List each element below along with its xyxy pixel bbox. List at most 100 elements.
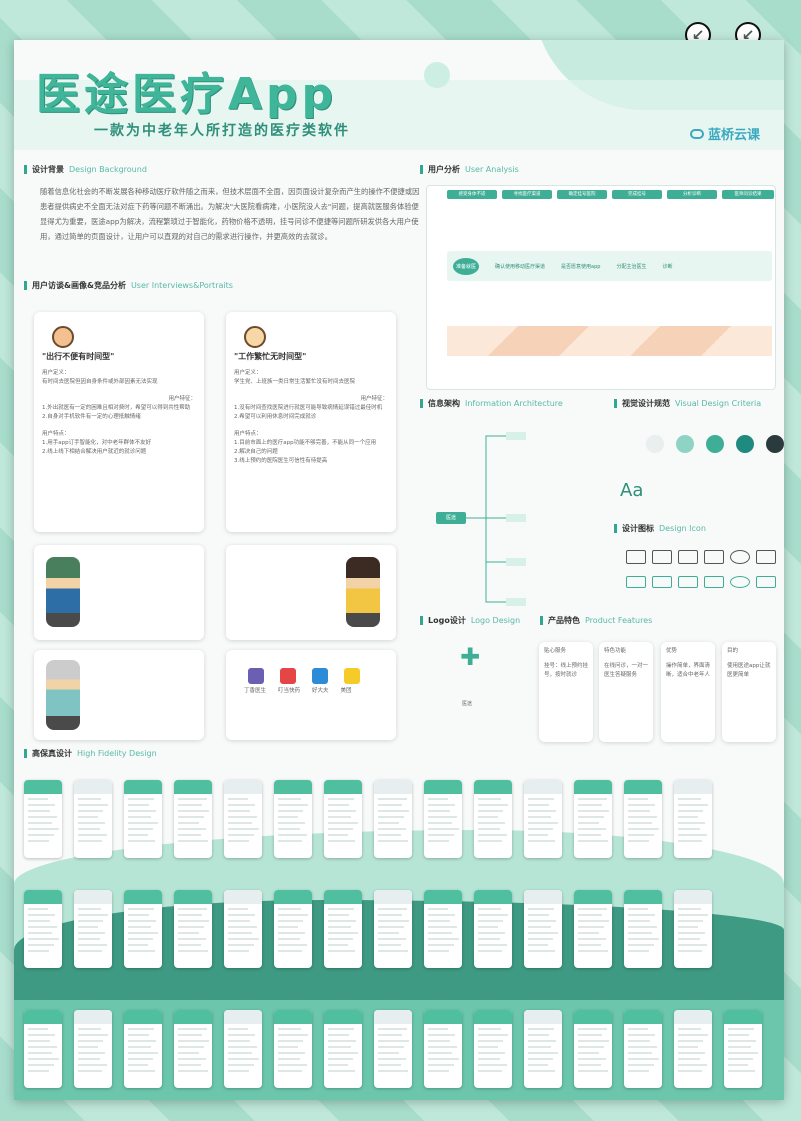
phone-line (78, 950, 102, 952)
section-marker (24, 165, 27, 174)
phone-line (228, 834, 254, 836)
brand: 蓝桥云课 (689, 124, 760, 143)
phone-line (178, 1052, 199, 1054)
phone-line (678, 1040, 703, 1042)
phone-line (428, 810, 450, 812)
phone-line (378, 840, 408, 842)
phone-line (378, 950, 408, 952)
phone-line (278, 932, 305, 934)
phone-screen (24, 780, 62, 858)
phone-line (578, 1064, 601, 1066)
doctor-icon (652, 576, 672, 588)
competitor-name: 好大夫 (312, 688, 329, 694)
phone-screen (424, 780, 462, 858)
phone-header (174, 780, 212, 794)
feature-card: 目的使用医途app让就医更简单 (722, 642, 776, 742)
phone-line (578, 804, 602, 806)
section-title: 用户分析 (428, 165, 460, 174)
phone-header (424, 890, 462, 904)
section-marker (420, 616, 423, 625)
phone-line (28, 1052, 52, 1054)
phone-line (578, 932, 599, 934)
phone-line (328, 944, 348, 946)
phone-line (228, 1046, 257, 1048)
phone-line (78, 1064, 107, 1066)
phone-line (28, 1046, 57, 1048)
phone-line (528, 1046, 551, 1048)
phone-line (678, 798, 701, 800)
section-marker (420, 165, 423, 174)
phone-header (374, 780, 412, 794)
phone-line (628, 920, 650, 922)
phone-line (178, 944, 201, 946)
persona-point-label: 用户特点： (234, 431, 262, 437)
phone-line (128, 1046, 151, 1048)
phone-line (528, 1034, 549, 1036)
phone-line (78, 798, 101, 800)
avatar (52, 326, 74, 348)
logo-cross-icon: ✚ (459, 643, 481, 671)
persona-card-2: "工作繁忙无时间型" 用户定义： 学生党、上班族一类日常生活繁忙没有时间去医院 … (226, 312, 396, 532)
phone-line (678, 1064, 707, 1066)
phone-line (428, 1034, 455, 1036)
phone-line (628, 804, 655, 806)
phone-screen (674, 890, 712, 968)
behavior-item: 是否愿意使用app (561, 263, 601, 270)
phone-line (128, 1070, 155, 1072)
phone-screen (424, 1010, 462, 1088)
phone-line (578, 822, 599, 824)
brand-logo-icon (689, 128, 704, 139)
feature-title: 目的 (727, 648, 739, 654)
phone-line (78, 804, 108, 806)
persona-points: 1.目前市面上的医疗app功能不够完善，不能从同一个应用 2.解决自己的问题 3… (234, 440, 377, 464)
phone-line (428, 804, 455, 806)
phone-line (728, 1034, 749, 1036)
phone-line (228, 1064, 254, 1066)
phone-line (478, 932, 505, 934)
phone-line (428, 816, 457, 818)
phone-line (128, 1058, 153, 1060)
phone-line (528, 944, 548, 946)
phone-line (678, 932, 705, 934)
phone-line (628, 926, 657, 928)
phone-header (174, 890, 212, 904)
phone-line (628, 810, 650, 812)
phone-line (328, 1046, 351, 1048)
truck-icon (704, 576, 724, 588)
phone-line (28, 804, 55, 806)
phone-header (74, 1010, 112, 1024)
phone-line (78, 834, 107, 836)
phone-line (278, 920, 303, 922)
phone-line (328, 914, 349, 916)
phone-screen (224, 780, 262, 858)
phone-header (474, 1010, 512, 1024)
phone-line (528, 1040, 556, 1042)
phone-line (378, 1064, 401, 1066)
phone-line (328, 822, 358, 824)
phone-line (678, 816, 698, 818)
stage-label: 分析诊断 (667, 190, 717, 199)
phone-line (428, 926, 457, 928)
phone-line (228, 1070, 249, 1072)
phone-line (328, 1064, 348, 1066)
phone-line (528, 822, 558, 824)
phone-line (278, 804, 308, 806)
phone-line (578, 1046, 604, 1048)
phone-header (524, 890, 562, 904)
section-marker (24, 749, 27, 758)
competitor-logo-icon (280, 668, 296, 684)
phone-line (478, 834, 507, 836)
phone-screen (74, 1010, 112, 1088)
feature-title: 特色功能 (604, 648, 627, 654)
header-dot (424, 62, 450, 88)
competitor-logo-icon (344, 668, 360, 684)
phone-line (628, 944, 654, 946)
phone-line (378, 1070, 408, 1072)
phone-screen (274, 1010, 312, 1088)
phone-line (628, 834, 654, 836)
phone-line (528, 1052, 558, 1054)
portrait-card-1 (34, 545, 204, 640)
phone-line (578, 1040, 609, 1042)
phone-line (328, 950, 355, 952)
phone-line (478, 1064, 507, 1066)
